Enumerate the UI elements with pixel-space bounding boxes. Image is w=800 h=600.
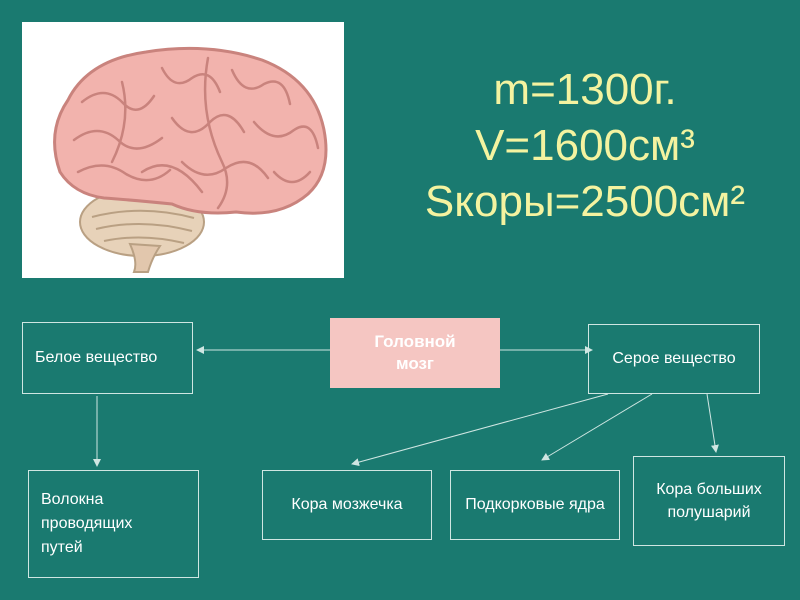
subcortical-nuclei-label: Подкорковые ядра bbox=[465, 496, 605, 513]
arrow-gray-to-cerebellar bbox=[351, 393, 609, 467]
cortex-area-value: Sкоры=2500см² bbox=[424, 177, 746, 226]
fibers-label: Волокна проводящих путей bbox=[41, 491, 133, 556]
arrow-gray-to-hemisphere bbox=[706, 393, 719, 453]
subcortical-nuclei-box: Подкорковые ядра bbox=[450, 470, 620, 540]
mass-value: m=1300г. bbox=[493, 65, 677, 114]
root-brain-box: Головной мозг bbox=[330, 318, 500, 388]
gray-matter-label: Серое вещество bbox=[612, 350, 736, 367]
white-matter-box: Белое вещество bbox=[22, 322, 193, 394]
cerebellar-cortex-box: Кора мозжечка bbox=[262, 470, 432, 540]
brain-illustration bbox=[53, 46, 328, 273]
root-brain-label: Головной мозг bbox=[374, 332, 456, 373]
fibers-box: Волокна проводящих путей bbox=[28, 470, 199, 578]
cerebellar-cortex-label: Кора мозжечка bbox=[291, 496, 403, 513]
volume-value: V=1600см³ bbox=[475, 121, 695, 170]
hemisphere-cortex-box: Кора больших полушарий bbox=[633, 456, 785, 546]
gray-matter-box: Серое вещество bbox=[588, 324, 760, 394]
white-matter-label: Белое вещество bbox=[35, 349, 158, 366]
brain-stats: m=1300г. V=1600см³ Sкоры=2500см² bbox=[380, 62, 790, 230]
arrow-gray-to-subcortical bbox=[541, 393, 653, 461]
brain-image bbox=[22, 22, 344, 278]
hemisphere-cortex-label: Кора больших полушарий bbox=[656, 481, 762, 521]
